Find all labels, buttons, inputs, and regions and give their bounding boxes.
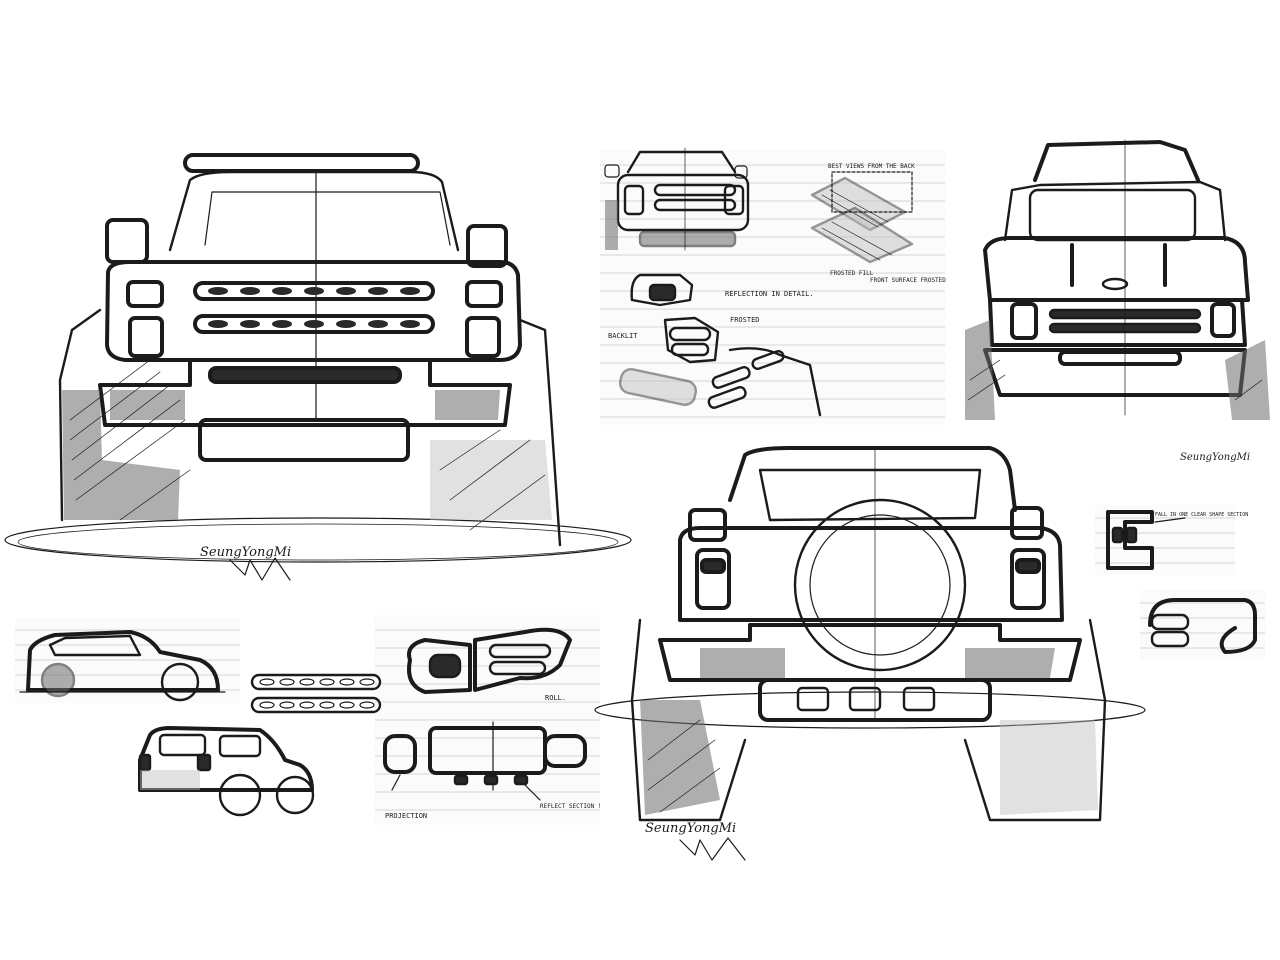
lamp-detail-study-right (1106, 510, 1257, 654)
note-best-views: BEST VIEWS FROM THE BACK (828, 163, 915, 170)
front-view-sketch (4, 153, 632, 563)
note-side-shape: FALL IN ONE CLEAR SHAPE SECTION (1155, 512, 1248, 518)
note-frosted: FROSTED (730, 316, 760, 324)
note-front-surface: FRONT SURFACE FROSTED (870, 277, 946, 284)
small-front-view-sketch (604, 147, 750, 251)
perspective-front-sketch (965, 139, 1270, 420)
grille-pattern-sketch (250, 673, 382, 714)
note-roll: ROLL. (545, 694, 566, 702)
note-reflection-detail: REFLECTION IN DETAIL. (725, 290, 814, 298)
projection-detail-sketch (383, 721, 587, 801)
annotations: BEST VIEWS FROM THE BACK FROSTED FILL FR… (200, 163, 1250, 861)
note-frosted-fill: FROSTED FILL (830, 270, 874, 277)
note-projection: PROJECTION (385, 812, 427, 820)
signature-front: SeungYongMi (200, 545, 291, 560)
note-backlit: BACKLIT (608, 332, 638, 340)
signature-rear: SeungYongMi (645, 821, 736, 836)
side-view-sketch (19, 630, 226, 702)
note-reflect-section: REFLECT SECTION ! (540, 803, 601, 810)
rear-view-sketch (594, 446, 1146, 822)
lamp-detail-study-top (618, 171, 914, 417)
signature-topright: SeungYongMi (1180, 452, 1250, 463)
ruled-panel-bottom-middle (375, 615, 600, 825)
roll-detail-sketch (407, 627, 572, 694)
rear-three-quarter-sketch (138, 726, 315, 817)
